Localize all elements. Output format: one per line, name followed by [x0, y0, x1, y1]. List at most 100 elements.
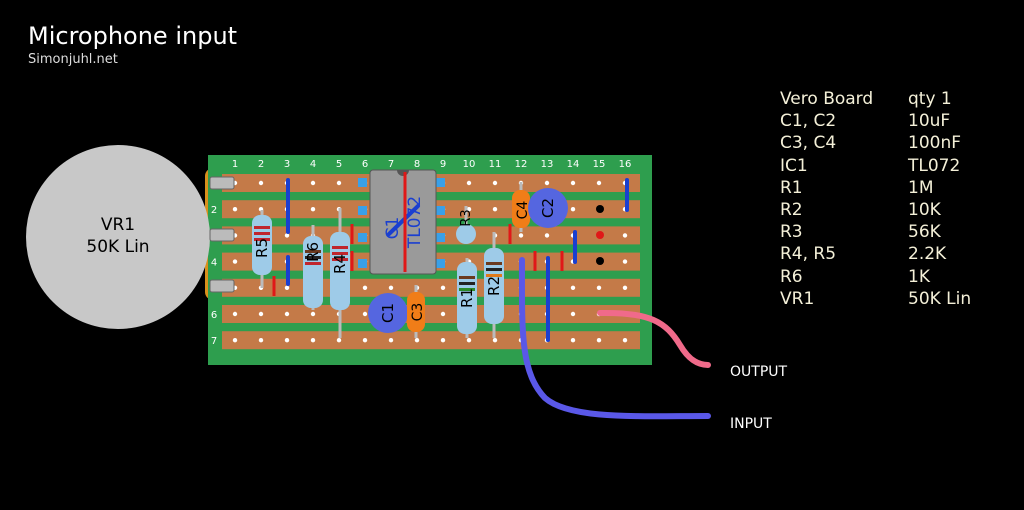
- hole: [596, 180, 602, 186]
- bom-value: qty 1: [908, 89, 952, 109]
- site-credit: Simonjuhl.net: [28, 52, 118, 67]
- r1-label: R1: [458, 288, 476, 308]
- hole: [466, 338, 472, 343]
- hole: [388, 285, 394, 290]
- c3-label: C3: [410, 303, 426, 322]
- column-number: 3: [284, 159, 290, 170]
- r4-label: R4: [331, 254, 349, 274]
- pot-name: VR1: [101, 215, 135, 235]
- hole: [466, 207, 472, 212]
- capacitor-c1: C1: [368, 293, 408, 333]
- hole: [466, 180, 472, 186]
- column-number: 9: [440, 159, 446, 170]
- resistor-r1: R1: [457, 258, 477, 338]
- red-dot: [596, 231, 604, 239]
- bom-value: TL072: [908, 155, 961, 176]
- hole: [622, 259, 628, 264]
- input-wire: [518, 257, 711, 420]
- pot-body: [26, 145, 210, 329]
- c1-label: C1: [379, 303, 397, 323]
- hole: [232, 259, 238, 264]
- hole: [362, 311, 368, 317]
- row-number: 6: [211, 310, 217, 321]
- column-number: 2: [258, 159, 264, 170]
- bom-ref: C3, C4: [780, 133, 837, 154]
- hole: [284, 233, 290, 238]
- hole: [492, 338, 498, 343]
- capacitor-c2: C2: [528, 188, 568, 228]
- bom-value: 10uF: [908, 111, 951, 132]
- hole: [544, 233, 550, 238]
- hole: [622, 285, 628, 290]
- hole: [310, 338, 316, 343]
- hole: [596, 285, 602, 290]
- track-cuts: [272, 172, 564, 296]
- hole: [362, 338, 368, 343]
- output-wire: [597, 309, 711, 368]
- column-number: 12: [515, 159, 528, 170]
- hole: [622, 338, 628, 343]
- hole: [492, 207, 498, 212]
- column-number: 4: [310, 159, 316, 170]
- bom-value: 56K: [908, 222, 941, 243]
- column-number: 6: [362, 159, 368, 170]
- ic-part: TL072: [405, 196, 425, 249]
- r6-label: R6: [304, 242, 322, 262]
- hole: [310, 180, 316, 186]
- hole: [310, 311, 316, 317]
- hole: [492, 180, 498, 186]
- c2-label: C2: [539, 198, 557, 218]
- hole: [258, 311, 264, 317]
- bom-ref: C1, C2: [780, 111, 837, 132]
- bom-row: C1, C2 10uF: [780, 110, 971, 132]
- bom-ref: R6: [780, 266, 803, 287]
- hole: [596, 338, 602, 343]
- resistor-r3: R3: [456, 206, 476, 244]
- bom-row: R6 1K: [780, 266, 971, 288]
- hole: [414, 338, 420, 343]
- hole: [258, 180, 264, 186]
- hole: [388, 338, 394, 343]
- bom-ref: R2: [780, 200, 803, 221]
- hole: [570, 311, 576, 317]
- bom-ref: Vero Board: [780, 89, 874, 109]
- c4-label: C4: [515, 201, 531, 220]
- bom-ref: R4, R5: [780, 244, 837, 265]
- page-title: Microphone input: [28, 22, 238, 50]
- hole: [232, 207, 238, 212]
- copper-strip: [222, 305, 640, 323]
- hole: [440, 285, 446, 290]
- ic-pads: [358, 178, 445, 268]
- hole: [336, 180, 342, 186]
- output-label: OUTPUT: [730, 364, 788, 380]
- bom-ref: VR1: [780, 288, 815, 309]
- column-number: 13: [541, 159, 554, 170]
- pot-lug-2: [209, 228, 235, 242]
- hole: [232, 338, 238, 343]
- column-number: 1: [232, 159, 238, 170]
- bom-value: 2.2K: [908, 244, 947, 265]
- pot-lug-1: [209, 176, 235, 190]
- copper-strip: [222, 278, 640, 297]
- column-number: 15: [593, 159, 606, 170]
- capacitor-c4: C4: [512, 182, 531, 232]
- input-label: INPUT: [730, 416, 772, 432]
- row-number: 4: [211, 258, 217, 269]
- bom-value: 50K Lin: [908, 288, 972, 309]
- hole: [622, 233, 628, 238]
- capacitor-c3: C3: [407, 285, 426, 338]
- hole: [284, 311, 290, 317]
- bom-value: 1M: [908, 177, 934, 198]
- column-number: 14: [567, 159, 580, 170]
- hole: [232, 311, 238, 317]
- bom-value: 1K: [908, 266, 930, 287]
- hole: [440, 338, 446, 343]
- column-number: 5: [336, 159, 342, 170]
- bom-row: R4, R5 2.2K: [780, 243, 971, 265]
- hole: [284, 338, 290, 343]
